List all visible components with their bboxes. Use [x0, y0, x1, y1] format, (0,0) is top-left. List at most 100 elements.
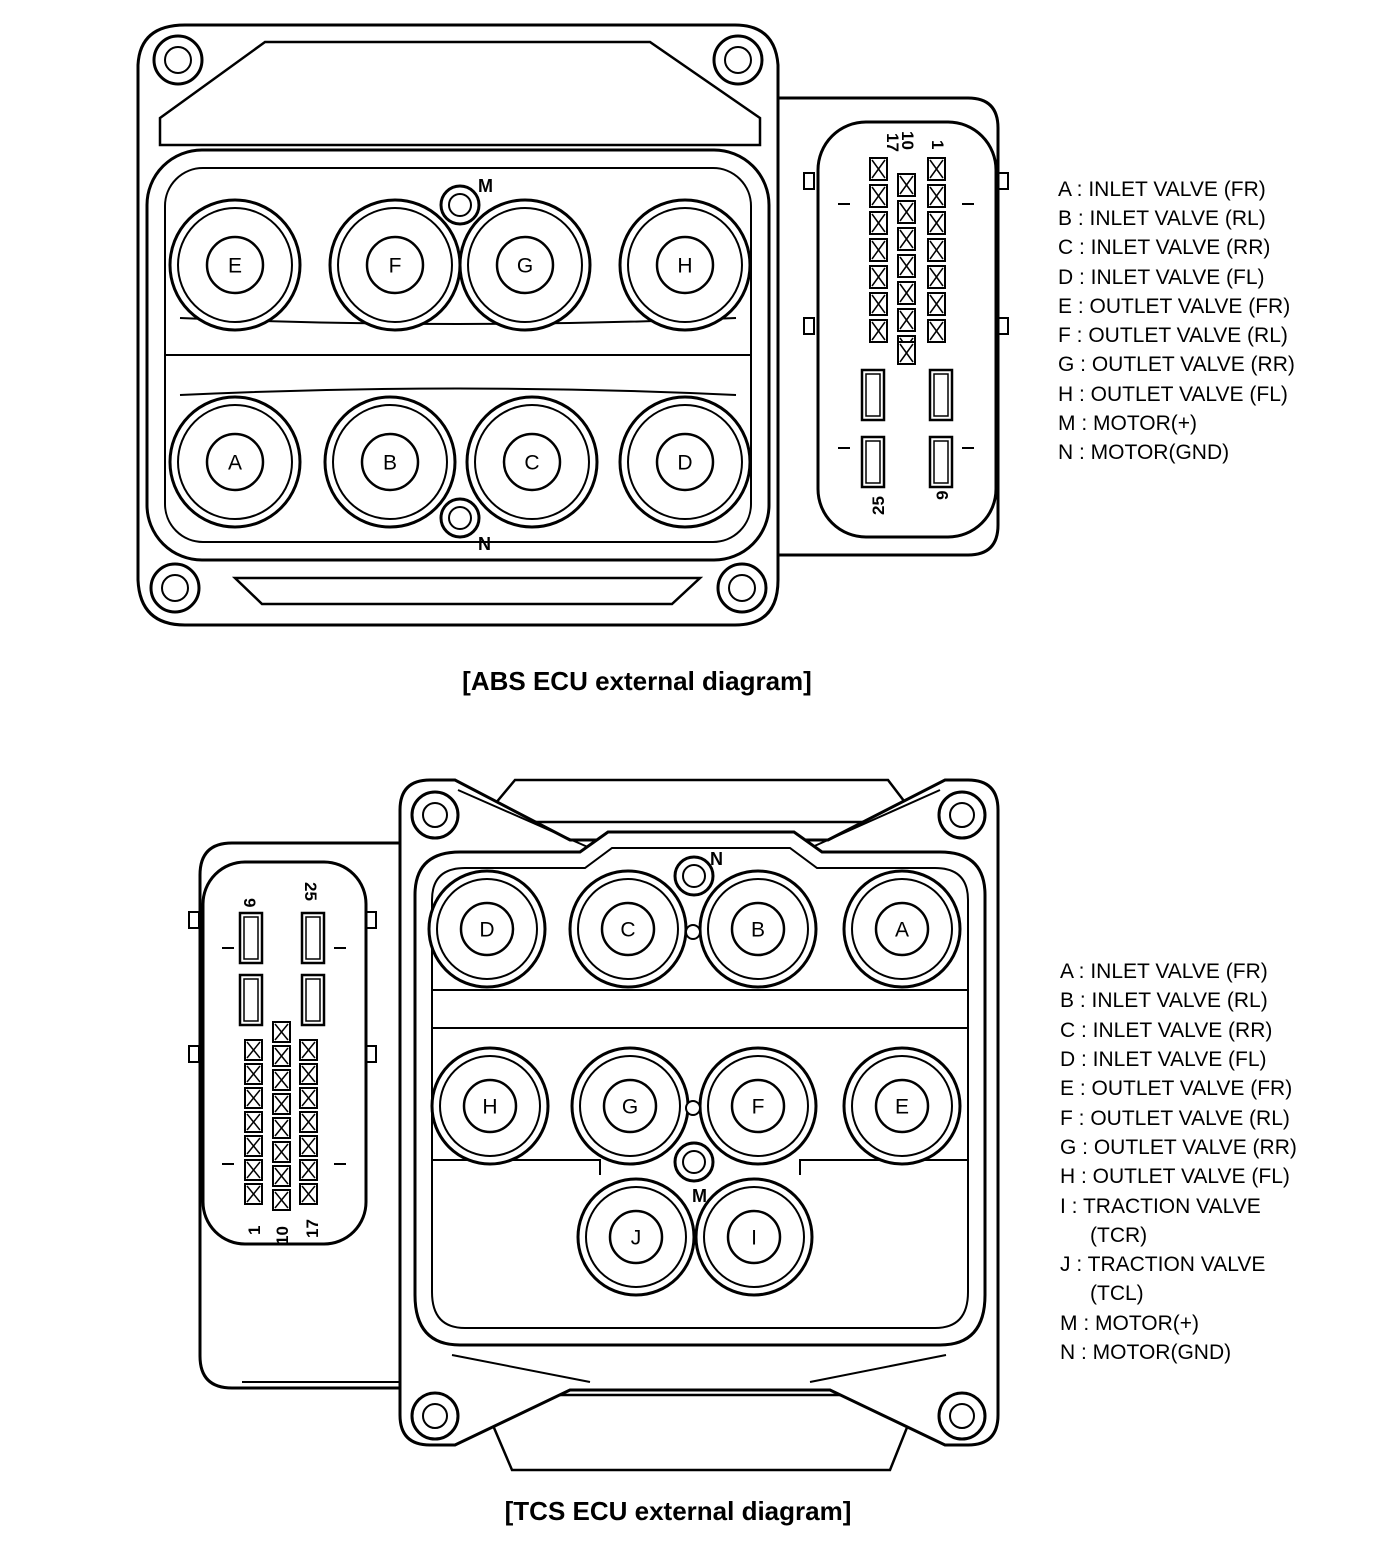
- abs-legend-item: N : MOTOR(GND): [1058, 441, 1229, 464]
- tcs-mounting-hole: [937, 1391, 987, 1441]
- abs-valve-label: A: [228, 452, 242, 475]
- abs-mounting-hole: [716, 562, 768, 614]
- tcs-power-pin-inner: [305, 916, 321, 960]
- tcs-valve-label: A: [895, 919, 909, 942]
- tcs-valve-d: D: [427, 869, 547, 989]
- tcs-brace: [457, 789, 591, 849]
- abs-signal-pin-mark: [899, 343, 914, 363]
- abs-mounting-hole: [712, 34, 764, 86]
- tcs-signal-pin-mark: [301, 1185, 316, 1203]
- tcs-brace: [809, 1354, 947, 1383]
- abs-valve-label: B: [383, 452, 397, 475]
- tcs-legend-item: J : TRACTION VALVE: [1060, 1253, 1265, 1276]
- abs-signal-pin-mark: [929, 159, 944, 179]
- abs-legend-item: A : INLET VALVE (FR): [1058, 178, 1266, 201]
- tcs-valve-label: C: [620, 919, 635, 942]
- tcs-signal-pin-mark: [274, 1071, 289, 1089]
- tcs-legend-item: (TCL): [1090, 1282, 1144, 1305]
- tcs-port: [685, 924, 701, 940]
- abs-mounting-hole: [149, 562, 201, 614]
- tcs-valve-label: I: [751, 1227, 757, 1250]
- tcs-signal-pin-mark: [274, 1047, 289, 1065]
- abs-valve-a: A: [168, 395, 302, 529]
- abs-valve-g: G: [458, 198, 592, 332]
- tcs-motor-plus-label: M: [692, 1186, 707, 1206]
- tcs-pin-number: 17: [303, 1219, 322, 1238]
- tcs-valve-g: G: [570, 1046, 690, 1166]
- tcs-legend-item: N : MOTOR(GND): [1060, 1341, 1231, 1364]
- tcs-legend-item: F : OUTLET VALVE (RL): [1060, 1107, 1290, 1130]
- tcs-valve-label: B: [751, 919, 765, 942]
- abs-legend-item: C : INLET VALVE (RR): [1058, 236, 1270, 259]
- abs-signal-pin-mark: [929, 213, 944, 233]
- tcs-legend-item: (TCR): [1090, 1224, 1147, 1247]
- tcs-motor-plus-terminal: [673, 1141, 715, 1183]
- abs-power-pin-inner: [865, 373, 881, 417]
- abs-connector-latch: [803, 172, 815, 190]
- tcs-valve-e: E: [842, 1046, 962, 1166]
- abs-valve-c: C: [465, 395, 599, 529]
- abs-legend-item: M : MOTOR(+): [1058, 412, 1197, 435]
- abs-legend-item: B : INLET VALVE (RL): [1058, 207, 1266, 230]
- tcs-legend-item: E : OUTLET VALVE (FR): [1060, 1077, 1292, 1100]
- tcs-pin-number: 1: [245, 1226, 264, 1235]
- abs-pin-number: 17: [883, 133, 902, 152]
- tcs-connector-latch: [365, 1045, 377, 1063]
- tcs-valve-block-inner: [431, 847, 969, 1329]
- abs-signal-pin-mark: [899, 283, 914, 303]
- abs-signal-pin-mark: [871, 267, 886, 287]
- abs-connector-latch: [997, 317, 1009, 335]
- tcs-pin-number: 9: [240, 898, 259, 907]
- tcs-valve-j: J: [576, 1177, 696, 1297]
- tcs-connector-latch: [188, 1045, 200, 1063]
- tcs-signal-pin-mark: [301, 1065, 316, 1083]
- tcs-connector-latch: [365, 911, 377, 929]
- tcs-signal-pin-mark: [246, 1041, 261, 1059]
- abs-valve-label: E: [228, 255, 242, 278]
- tcs-bottom-plate: [478, 1393, 922, 1472]
- abs-power-pin-inner: [933, 373, 949, 417]
- abs-legend-item: E : OUTLET VALVE (FR): [1058, 295, 1290, 318]
- tcs-signal-pin-mark: [301, 1137, 316, 1155]
- tcs-legend-item: M : MOTOR(+): [1060, 1312, 1199, 1335]
- tcs-valve-label: D: [479, 919, 494, 942]
- tcs-valve-i: I: [694, 1177, 814, 1297]
- abs-signal-pin-mark: [871, 321, 886, 341]
- abs-valve-d: D: [618, 395, 752, 529]
- abs-connector-plug: [816, 120, 998, 539]
- abs-signal-pin-mark: [899, 310, 914, 330]
- abs-valve-b: B: [323, 395, 457, 529]
- abs-motor-plus-terminal: [439, 184, 481, 226]
- tcs-signal-pin-mark: [246, 1113, 261, 1131]
- abs-signal-pin-mark: [871, 240, 886, 260]
- tcs-signal-pin-mark: [301, 1041, 316, 1059]
- tcs-pin-number: 25: [301, 882, 320, 901]
- tcs-valve-f: F: [698, 1046, 818, 1166]
- abs-motor-gnd-label: N: [478, 534, 491, 554]
- abs-pin-number: 10: [898, 131, 917, 150]
- abs-valve-h: H: [618, 198, 752, 332]
- abs-connector-latch: [803, 317, 815, 335]
- abs-valve-block-inner: [164, 167, 752, 543]
- tcs-signal-pin-mark: [274, 1191, 289, 1209]
- tcs-signal-pin-mark: [246, 1185, 261, 1203]
- tcs-valve-c: C: [568, 869, 688, 989]
- abs-connector-pins: [860, 157, 954, 489]
- tcs-signal-pin-mark: [301, 1161, 316, 1179]
- tcs-connector-housing: [198, 841, 405, 1390]
- tcs-signal-pin-mark: [274, 1167, 289, 1185]
- tcs-mounting-hole: [410, 790, 460, 840]
- tcs-valve-b: B: [698, 869, 818, 989]
- abs-signal-pin-mark: [929, 240, 944, 260]
- tcs-signal-pin-mark: [274, 1023, 289, 1041]
- abs-mounting-hole: [152, 34, 204, 86]
- tcs-port: [685, 1100, 701, 1116]
- tcs-valve-label: J: [631, 1227, 642, 1250]
- abs-valve-bridge: [179, 387, 737, 396]
- abs-pin-number: 1: [928, 140, 947, 149]
- tcs-power-pin-inner: [305, 978, 321, 1022]
- tcs-brace: [809, 789, 941, 849]
- tcs-legend-item: G : OUTLET VALVE (RR): [1060, 1136, 1297, 1159]
- tcs-connector-pins: [238, 911, 326, 1211]
